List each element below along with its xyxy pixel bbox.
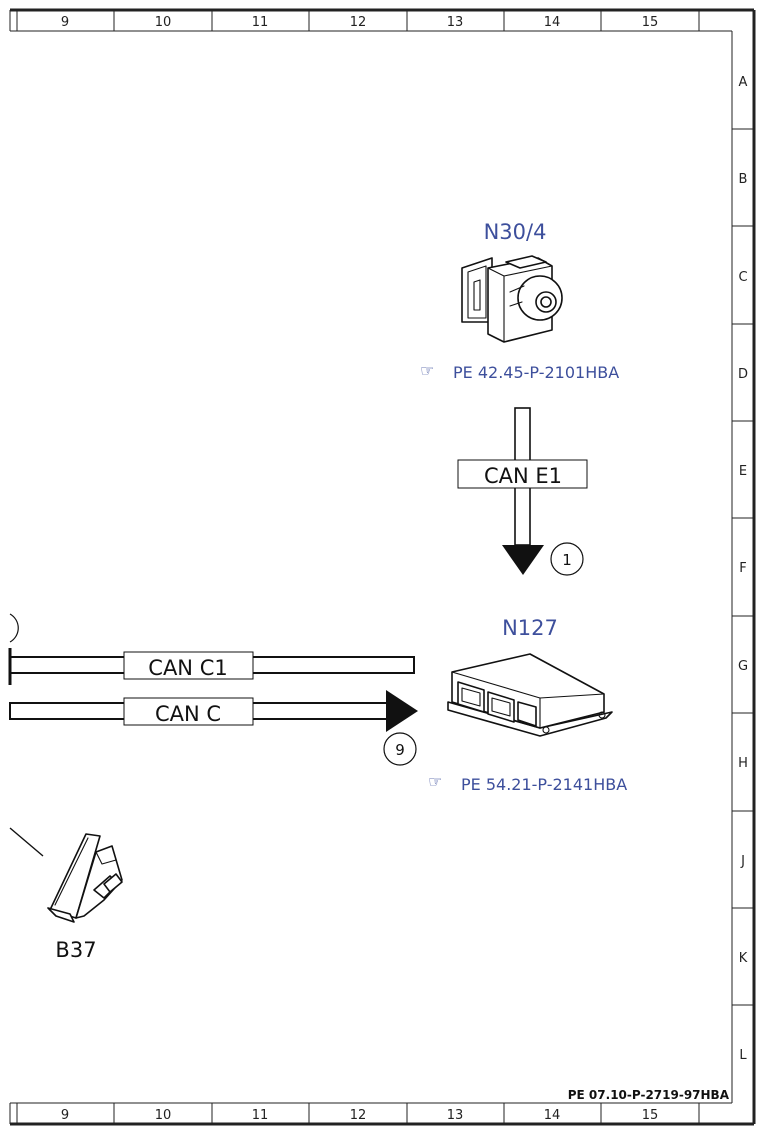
arrow-down-icon [502,545,544,575]
pointing-hand-icon: ☞ [428,772,442,791]
column-label: 13 [447,1108,464,1123]
row-label: C [738,270,747,285]
component-title-n30-4: N30/4 [484,220,547,244]
column-label: 12 [350,1108,367,1123]
column-label: 15 [642,1108,659,1123]
control-module-icon [447,653,613,737]
offsheet-marker [9,613,19,643]
column-label: 12 [350,15,367,30]
document-reference: PE 07.10-P-2719-97HBA [568,1088,730,1102]
column-label: 13 [447,15,464,30]
bus-can-e1[interactable]: CAN E1 1 [457,407,588,576]
row-label: K [739,951,748,966]
column-label: 14 [544,1108,561,1123]
accelerator-pedal-icon [47,833,123,923]
column-label: 15 [642,15,659,30]
column-label: 11 [252,15,269,30]
reference-n30-4[interactable]: ☞ PE 42.45-P-2101HBA [420,361,619,382]
row-label: B [739,172,748,187]
column-label: 10 [155,15,172,30]
bus-label-can-c: CAN C [155,702,221,726]
row-label: D [738,367,748,382]
row-labels: A B C D E F G H J K L [738,75,748,1063]
row-label: F [739,561,746,576]
row-grid-ticks [732,128,754,1006]
column-label: 9 [61,15,69,30]
component-n127[interactable]: N127 ☞ PE 54.21-P-2141HBA [428,616,627,794]
bus-can-c[interactable]: CAN C 9 [9,690,418,766]
column-label: 11 [252,1108,269,1123]
column-labels-bottom: 9 10 11 12 13 14 15 [61,1108,658,1123]
reference-link-n127: PE 54.21-P-2141HBA [461,775,627,794]
row-label: E [739,464,747,479]
reference-n127[interactable]: ☞ PE 54.21-P-2141HBA [428,772,627,794]
column-label: 9 [61,1108,69,1123]
reference-link-n30-4: PE 42.45-P-2101HBA [453,363,619,382]
component-n30-4[interactable]: N30/4 ☞ PE 42.45-P-2101HBA [420,220,619,382]
column-grid-ticks [16,10,700,1124]
column-labels-top: 9 10 11 12 13 14 15 [61,15,658,30]
row-label: L [739,1048,747,1063]
bus-marker-can-e1: 1 [562,551,572,569]
component-b37[interactable]: B37 [9,827,123,962]
row-label: G [738,659,748,674]
bus-marker-can-c: 9 [395,741,405,759]
abs-esp-unit-icon [461,255,563,343]
bus-can-c1[interactable]: CAN C1 [8,648,415,685]
row-label: J [740,854,745,869]
row-label: A [739,75,748,90]
bus-label-can-e1: CAN E1 [484,464,562,488]
arrow-right-icon [386,690,418,732]
leader-line [9,827,44,857]
bus-label-can-c1: CAN C1 [148,656,227,680]
pointing-hand-icon: ☞ [420,361,434,380]
row-label: H [738,756,748,771]
component-title-n127: N127 [502,616,558,640]
column-label: 14 [544,15,561,30]
component-title-b37: B37 [55,938,96,962]
sheet-frame [9,8,756,1126]
column-label: 10 [155,1108,172,1123]
